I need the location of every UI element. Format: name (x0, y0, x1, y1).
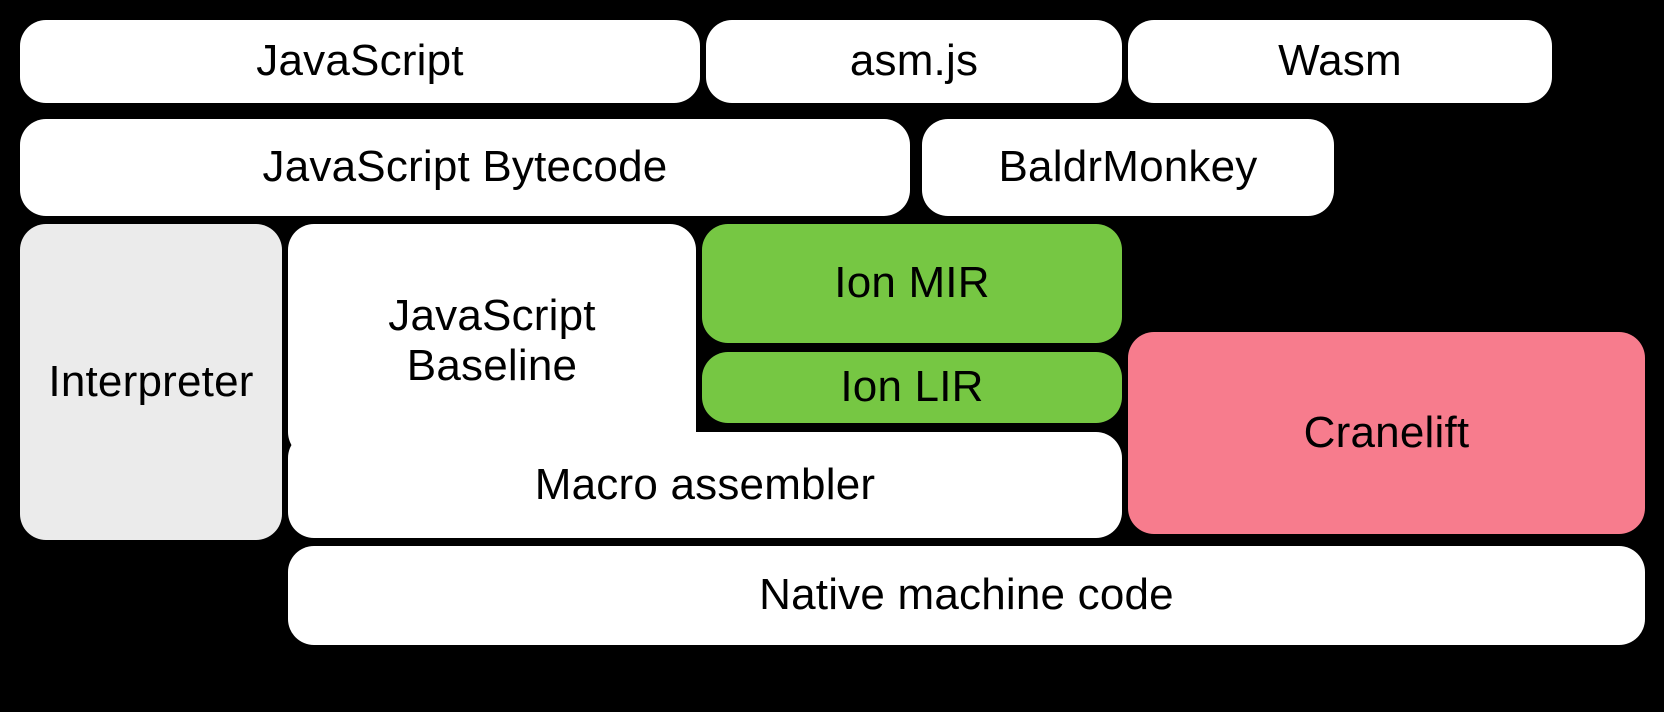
node-native-machine-code: Native machine code (288, 546, 1645, 645)
node-baldrmonkey: BaldrMonkey (922, 119, 1334, 216)
node-label: BaldrMonkey (998, 142, 1258, 192)
node-label: Ion MIR (834, 258, 990, 308)
node-label: Macro assembler (534, 459, 876, 509)
node-javascript-baseline: JavaScript Baseline (288, 224, 696, 458)
node-macro-assembler: Macro assembler (288, 432, 1122, 538)
node-label: JavaScript Baseline (388, 290, 596, 390)
node-ion-mir: Ion MIR (702, 224, 1122, 343)
node-interpreter: Interpreter (20, 224, 282, 540)
node-label: asm.js (849, 36, 979, 86)
node-wasm: Wasm (1128, 20, 1552, 103)
node-label: Interpreter (48, 356, 254, 406)
node-label: Native machine code (759, 570, 1174, 620)
node-label: JavaScript Bytecode (262, 142, 668, 192)
node-label: Wasm (1278, 36, 1402, 86)
node-cranelift: Cranelift (1128, 332, 1645, 534)
node-ion-lir: Ion LIR (702, 352, 1122, 423)
node-javascript: JavaScript (20, 20, 700, 103)
node-label: JavaScript (256, 36, 464, 86)
node-label: Ion LIR (840, 362, 984, 412)
node-javascript-bytecode: JavaScript Bytecode (20, 119, 910, 216)
node-asm-js: asm.js (706, 20, 1122, 103)
node-label: Cranelift (1303, 407, 1470, 457)
